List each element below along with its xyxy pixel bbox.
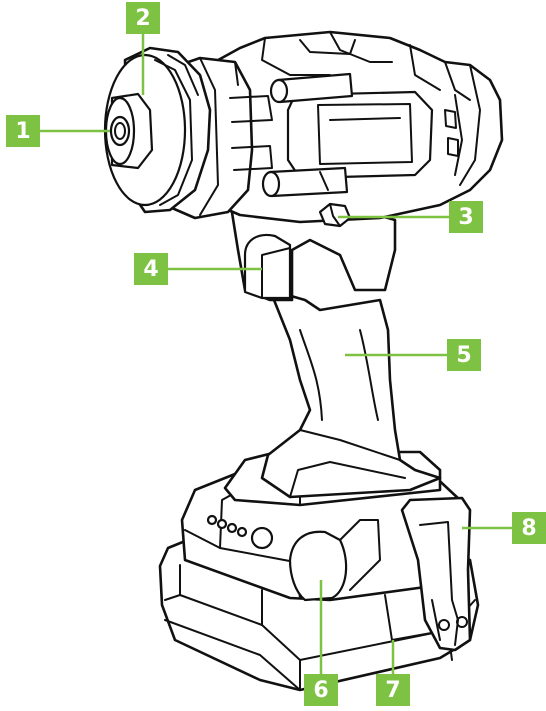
callout-badge-bit-holder: 1: [6, 115, 40, 147]
direction-switch-shape: [318, 202, 352, 228]
callout-badge-battery-pack: 7: [376, 674, 410, 706]
callout-badge-belt-clip: 8: [512, 512, 546, 544]
callout-badge-battery-release-button: 6: [304, 674, 338, 706]
belt-clip: [400, 496, 472, 652]
callout-badge-trigger: 4: [134, 253, 168, 285]
chuck: [103, 46, 212, 214]
trigger-guard: [228, 198, 397, 302]
callout-badge-handle: 5: [447, 339, 481, 371]
callout-badge-direction-switch: 3: [449, 201, 483, 233]
callout-badge-chuck-collar: 2: [126, 2, 160, 34]
handle: [260, 288, 442, 499]
trigger-shape: [243, 233, 292, 300]
motor-housing: [183, 30, 504, 228]
leader-lines: [40, 34, 512, 674]
